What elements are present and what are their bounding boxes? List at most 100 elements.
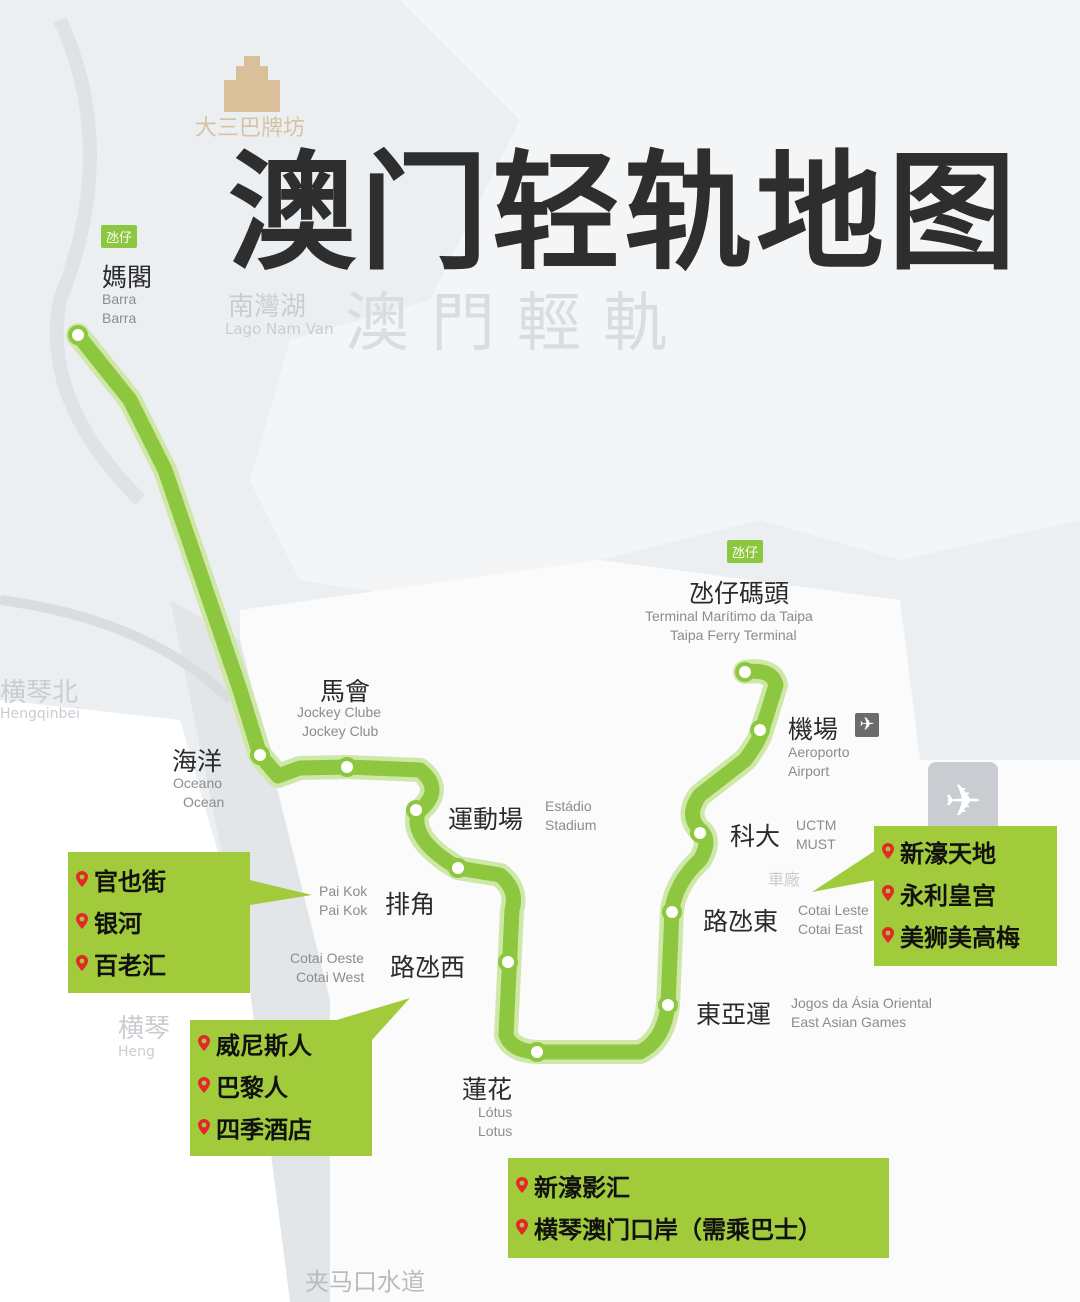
station-name-pt: Lótus bbox=[478, 1104, 513, 1120]
station-name-en: Pai Kok bbox=[319, 902, 368, 918]
station-name-en: Ocean bbox=[183, 794, 225, 810]
place-label-en: Hengqinbei bbox=[0, 706, 80, 722]
station-marker-barra[interactable] bbox=[68, 325, 88, 345]
station-oceano[interactable]: 海洋 bbox=[172, 747, 223, 776]
station-airport[interactable]: 機場 bbox=[788, 715, 839, 744]
station-name-en: Taipa Ferry Terminal bbox=[670, 627, 797, 643]
station-name-pt: Estádio bbox=[545, 798, 592, 814]
poi-item: 巴黎人 bbox=[190, 1064, 372, 1106]
lake-label-en: Lago Nam Van bbox=[225, 320, 334, 338]
poi-label: 新濠天地 bbox=[900, 839, 996, 868]
road bbox=[0, 595, 234, 704]
callout-cotai-west: 威尼斯人 巴黎人 四季酒店 bbox=[190, 1020, 372, 1156]
station-marker-must[interactable] bbox=[690, 823, 710, 843]
location-pin-icon bbox=[76, 871, 88, 887]
station-pai-kok[interactable]: 排角 bbox=[385, 890, 436, 919]
station-cotai-west[interactable]: 路氹西 bbox=[390, 953, 466, 982]
station-marker-paikok[interactable] bbox=[448, 858, 468, 878]
station-marker-cotaieast[interactable] bbox=[662, 902, 682, 922]
location-pin-icon bbox=[516, 1219, 528, 1235]
station-marker-ferry[interactable] bbox=[735, 662, 755, 682]
station-must[interactable]: 科大 bbox=[730, 822, 781, 851]
station-name-en: Barra bbox=[102, 310, 137, 326]
station-markers bbox=[68, 325, 770, 1062]
location-pin-icon bbox=[516, 1177, 528, 1193]
station-marker-jockey[interactable] bbox=[337, 757, 357, 777]
depot-label: 車廠 bbox=[768, 870, 801, 889]
location-pin-icon bbox=[882, 843, 894, 859]
station-name-pt: Jogos da Ásia Oriental bbox=[791, 995, 932, 1011]
station-marker-cotaiwest[interactable] bbox=[498, 952, 518, 972]
poi-item: 新濠天地 bbox=[874, 830, 1057, 872]
poi-item: 百老汇 bbox=[68, 942, 250, 984]
location-pin-icon bbox=[198, 1119, 210, 1135]
poi-item: 美狮美高梅 bbox=[874, 914, 1057, 956]
callout-pointer bbox=[250, 880, 312, 905]
location-pin-icon bbox=[882, 927, 894, 943]
callout-pai-kok: 官也街 银河 百老汇 bbox=[68, 852, 250, 993]
station-barra[interactable]: 媽閣 bbox=[102, 263, 153, 292]
watermark-text: 澳門輕軌 bbox=[345, 287, 689, 361]
station-marker-lotus[interactable] bbox=[527, 1042, 547, 1062]
station-name-pt: Oceano bbox=[173, 775, 223, 791]
poi-label: 巴黎人 bbox=[216, 1073, 288, 1102]
poi-item: 永利皇宫 bbox=[874, 872, 1057, 914]
poi-label: 官也街 bbox=[94, 867, 166, 896]
place-label: 横琴北 bbox=[0, 678, 79, 708]
waterway-label: 夹马口水道 bbox=[305, 1268, 425, 1296]
station-marker-airport[interactable] bbox=[750, 720, 770, 740]
place-label: 横琴 bbox=[118, 1014, 171, 1044]
poi-item: 官也街 bbox=[68, 858, 250, 900]
station-name-pt: Barra bbox=[102, 291, 137, 307]
poi-item: 四季酒店 bbox=[190, 1106, 372, 1148]
taipa-line-tag: 氹仔 bbox=[727, 540, 764, 563]
station-name-en: MUST bbox=[796, 836, 836, 852]
airplane-icon: ✈ bbox=[855, 713, 879, 737]
lake-label: 南灣湖 bbox=[228, 292, 307, 322]
location-pin-icon bbox=[76, 955, 88, 971]
land-macau bbox=[0, 0, 1080, 600]
station-name-en: Lotus bbox=[478, 1123, 513, 1139]
location-pin-icon bbox=[76, 913, 88, 929]
poi-item: 银河 bbox=[68, 900, 250, 942]
station-name-pt: Terminal Marítimo da Taipa bbox=[645, 608, 813, 624]
station-name-en: East Asian Games bbox=[791, 1014, 907, 1030]
poi-item: 威尼斯人 bbox=[190, 1022, 372, 1064]
station-lotus[interactable]: 蓮花 bbox=[462, 1075, 513, 1104]
station-jockey-club[interactable]: 馬會 bbox=[320, 677, 371, 706]
place-label-en: Heng bbox=[118, 1044, 155, 1060]
station-taipa-ferry-terminal[interactable]: 氹仔碼頭 bbox=[689, 579, 790, 608]
callout-cotai-east: 新濠天地 永利皇宫 美狮美高梅 bbox=[874, 826, 1057, 966]
station-stadium[interactable]: 運動場 bbox=[448, 805, 524, 834]
location-pin-icon bbox=[198, 1077, 210, 1093]
station-name-pt: Cotai Oeste bbox=[290, 950, 364, 966]
landmark-label: 大三巴牌坊 bbox=[195, 116, 306, 141]
station-name-en: Cotai East bbox=[798, 921, 863, 937]
station-marker-eag[interactable] bbox=[658, 995, 678, 1015]
station-name-en: Cotai West bbox=[296, 969, 365, 985]
road bbox=[49, 17, 145, 505]
page-title: 澳门轻轨地图 bbox=[228, 139, 1021, 288]
poi-label: 横琴澳门口岸（需乘巴士） bbox=[534, 1215, 822, 1244]
poi-label: 新濠影汇 bbox=[534, 1173, 630, 1202]
station-name-en: Jockey Club bbox=[302, 723, 379, 739]
poi-label: 银河 bbox=[94, 909, 142, 938]
taipa-line-tag: 氹仔 bbox=[101, 225, 138, 248]
station-cotai-east[interactable]: 路氹東 bbox=[703, 907, 779, 936]
station-name-pt: Aeroporto bbox=[788, 744, 850, 760]
poi-item: 新濠影汇 bbox=[508, 1164, 889, 1206]
poi-label: 美狮美高梅 bbox=[900, 923, 1020, 952]
station-name-en: Airport bbox=[788, 763, 830, 779]
location-pin-icon bbox=[198, 1035, 210, 1051]
station-name-pt: UCTM bbox=[796, 817, 837, 833]
station-east-asian-games[interactable]: 東亞運 bbox=[696, 1000, 772, 1029]
location-pin-icon bbox=[882, 885, 894, 901]
station-name-en: Stadium bbox=[545, 817, 597, 833]
poi-label: 百老汇 bbox=[94, 951, 166, 980]
station-name-pt: Pai Kok bbox=[319, 883, 368, 899]
station-name-pt: Jockey Clube bbox=[297, 704, 382, 720]
station-marker-oceano[interactable] bbox=[250, 745, 270, 765]
station-marker-stadium[interactable] bbox=[406, 800, 426, 820]
callout-lotus: 新濠影汇 横琴澳门口岸（需乘巴士） bbox=[508, 1158, 889, 1258]
callout-pointer bbox=[812, 850, 876, 892]
